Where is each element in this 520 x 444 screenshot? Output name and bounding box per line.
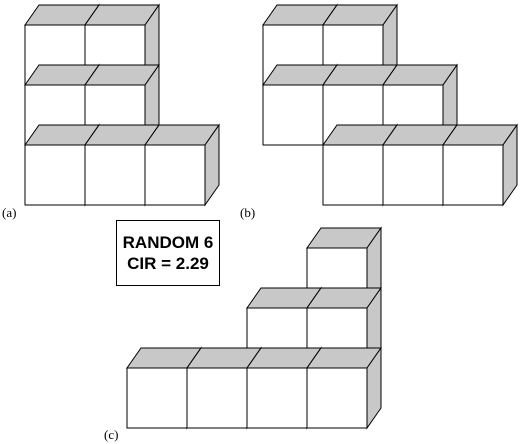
random-label: RANDOM 6 — [122, 233, 214, 252]
cube-front-face — [322, 144, 384, 206]
cube-front-face — [306, 367, 368, 429]
cir-value: CIR = 2.29 — [127, 254, 209, 273]
cube-front-face — [126, 367, 188, 429]
panel-c-cubes — [126, 226, 382, 430]
random-cir-box: RANDOM 6 CIR = 2.29 — [116, 220, 220, 286]
cube-front-face — [24, 144, 86, 206]
cube-front-face — [84, 144, 146, 206]
cube-front-face — [442, 144, 504, 206]
panel-c-label: (c) — [104, 427, 118, 442]
cube-front-face — [262, 84, 324, 146]
panel-b-cubes — [262, 3, 518, 207]
cube-front-face — [246, 367, 308, 429]
cube-front-face — [382, 144, 444, 206]
panel-a-label: (a) — [2, 205, 16, 220]
panel-a-cubes — [24, 3, 220, 207]
panel-b-label: (b) — [240, 205, 255, 220]
cube-front-face — [186, 367, 248, 429]
cube-front-face — [144, 144, 206, 206]
